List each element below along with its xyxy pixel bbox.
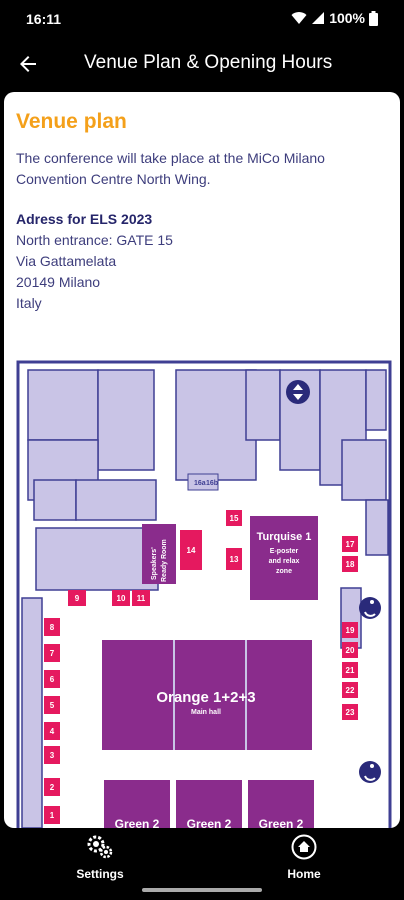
room-18: [342, 556, 358, 572]
room-11-label: 11: [137, 594, 146, 603]
room-15-label: 15: [230, 514, 239, 523]
turquise-sub: E-poster: [270, 548, 299, 555]
room-1: [44, 806, 60, 824]
room-21-label: 21: [346, 666, 355, 675]
room-14: [180, 530, 202, 570]
room-8-label: 8: [50, 623, 55, 632]
nav-settings[interactable]: Settings: [60, 834, 140, 881]
room-6: [44, 670, 60, 688]
room-6-label: 6: [50, 675, 55, 684]
room-5-label: 5: [50, 701, 55, 710]
room-9: [68, 590, 86, 606]
room-17-label: 17: [346, 540, 355, 549]
room-3: [44, 746, 60, 764]
address-line: Via Gattamelata: [16, 253, 117, 269]
room-15: [226, 510, 242, 526]
wifi-icon: [291, 12, 307, 24]
room-2-label: 2: [50, 783, 55, 792]
room-7-label: 7: [50, 649, 55, 658]
room-14-label: 14: [187, 546, 196, 555]
address-line: North entrance: GATE 15: [16, 232, 173, 248]
orange-hall-title: Orange 1+2+3: [156, 689, 255, 706]
accessible-icon: [359, 761, 381, 783]
app-bar: Venue Plan & Opening Hours: [0, 38, 404, 90]
gear-icon: [87, 835, 113, 859]
venue-heading: Venue plan: [16, 110, 127, 133]
battery-percent: 100%: [329, 10, 365, 26]
room-11: [132, 590, 150, 606]
room-1-label: 1: [50, 811, 55, 820]
home-icon: [291, 834, 317, 860]
green-room-label: Green 2: [259, 817, 304, 828]
elevator-icon: [286, 380, 310, 404]
content-card: Venue plan The conference will take plac…: [4, 92, 400, 828]
room-9-label: 9: [75, 594, 80, 603]
status-icons: 100%: [291, 10, 378, 26]
orange-hall-sub: Main hall: [191, 709, 221, 716]
turquise-title: Turquise 1: [257, 531, 312, 543]
gesture-bar: [142, 888, 262, 892]
room-20: [342, 642, 358, 658]
room-13: [226, 548, 242, 570]
status-time: 16:11: [26, 11, 62, 27]
room-5: [44, 696, 60, 714]
page-title: Venue Plan & Opening Hours: [84, 52, 333, 73]
room-19-label: 19: [346, 626, 355, 635]
room-8: [44, 618, 60, 636]
speakers-room-label2: Ready Room: [161, 539, 168, 582]
address-line: Italy: [16, 295, 42, 311]
battery-icon: [369, 10, 378, 26]
room-13-label: 13: [230, 555, 239, 564]
venue-map[interactable]: 16a 16b Speakers' Ready Room: [16, 360, 392, 828]
signal-icon: [312, 12, 325, 24]
turquise-sub: and relax: [269, 558, 300, 565]
room-16a-label: 16a: [194, 480, 206, 487]
green-room-label: Green 2: [115, 817, 160, 828]
nav-home-label: Home: [287, 867, 321, 881]
room-21: [342, 662, 358, 678]
room-20-label: 20: [346, 646, 355, 655]
room-4-label: 4: [50, 727, 55, 736]
speakers-room-label: Speakers': [151, 547, 158, 580]
room-23-label: 23: [346, 708, 355, 717]
nav-home[interactable]: Home: [264, 834, 344, 881]
accessible-icon: [359, 597, 381, 619]
room-16b-label: 16b: [206, 480, 218, 487]
venue-map-svg: 16a 16b Speakers' Ready Room: [16, 360, 392, 828]
turquise-sub: zone: [276, 568, 292, 575]
room-22-label: 22: [346, 686, 355, 695]
room-17: [342, 536, 358, 552]
status-bar: 16:11 100%: [0, 0, 404, 38]
address-line: 20149 Milano: [16, 274, 101, 290]
room-22: [342, 682, 358, 698]
room-19: [342, 622, 358, 638]
venue-intro: The conference will take place at the Mi…: [16, 150, 325, 187]
room-2: [44, 778, 60, 796]
room-7: [44, 644, 60, 662]
room-10-label: 10: [117, 594, 126, 603]
nav-settings-label: Settings: [76, 867, 124, 881]
address-title: Adress for ELS 2023: [16, 211, 153, 227]
room-3-label: 3: [50, 751, 55, 760]
room-4: [44, 722, 60, 740]
room-23: [342, 704, 358, 720]
room-18-label: 18: [346, 560, 355, 569]
room-10: [112, 590, 130, 606]
green-room-label: Green 2: [187, 817, 232, 828]
back-arrow-icon[interactable]: [16, 52, 40, 76]
